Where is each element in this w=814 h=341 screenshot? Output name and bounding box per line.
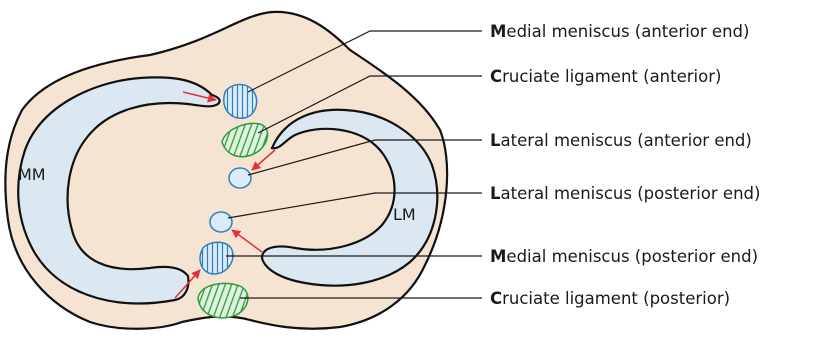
label-lateral-meniscus-anterior: Lateral meniscus (anterior end) [490, 131, 752, 150]
posterior-cruciate-attachment [198, 283, 248, 317]
label-medial-meniscus-anterior: Medial meniscus (anterior end) [490, 22, 749, 41]
region-label-medial: MM [18, 165, 46, 184]
label-medial-meniscus-posterior: Medial meniscus (posterior end) [490, 247, 758, 266]
lateral-meniscus-posterior-attachment [210, 212, 232, 232]
label-lateral-meniscus-posterior: Lateral meniscus (posterior end) [490, 184, 760, 203]
region-label-lateral: LM [393, 205, 416, 224]
label-cruciate-anterior: Cruciate ligament (anterior) [490, 67, 721, 86]
lateral-meniscus-anterior-attachment [229, 168, 251, 188]
label-cruciate-posterior: Cruciate ligament (posterior) [490, 289, 730, 308]
